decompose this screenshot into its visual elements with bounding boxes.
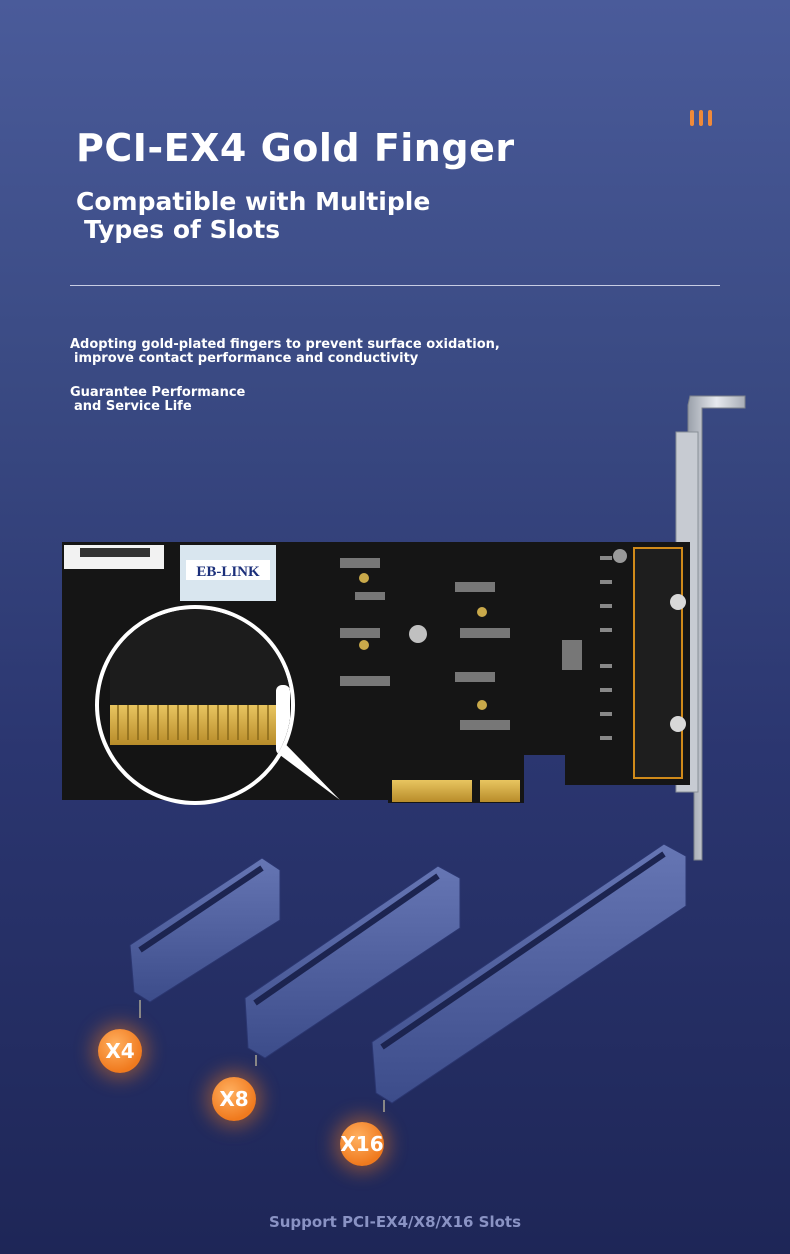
- subtitle-line-2: Types of Slots: [84, 215, 281, 244]
- slot-badge-x16: X16: [340, 1122, 384, 1166]
- divider: [70, 285, 720, 286]
- feature-text-line: improve contact performance and conducti…: [74, 351, 419, 366]
- feature-text-line: Guarantee Performance: [70, 385, 246, 400]
- feature-performance: Guarantee Performance and Service Life: [70, 386, 245, 414]
- brand-label: EB-LINK: [196, 564, 260, 580]
- magnifier-callout: [95, 605, 340, 805]
- slot-badge-x8: X8: [212, 1077, 256, 1121]
- gold-finger-row: [392, 780, 520, 802]
- pcie-x4-slot: [129, 857, 281, 1018]
- pcie-x8-slot: [244, 865, 461, 1066]
- page-title: PCI-EX4 Gold Finger: [76, 126, 515, 170]
- slot-badge-x4: X4: [98, 1029, 142, 1073]
- page-subtitle: Compatible with Multiple Types of Slots: [76, 188, 430, 244]
- decorative-bars-icon: [690, 110, 717, 130]
- footer-caption: Support PCI-EX4/X8/X16 Slots: [268, 1213, 522, 1231]
- feature-text-line: and Service Life: [74, 399, 192, 414]
- feature-text-line: Adopting gold-plated fingers to prevent …: [70, 337, 500, 352]
- feature-oxidation: Adopting gold-plated fingers to prevent …: [70, 338, 500, 366]
- pcie-x16-slot: [371, 843, 687, 1112]
- product-illustration: EB-LINK: [62, 395, 746, 1112]
- subtitle-line-1: Compatible with Multiple: [76, 187, 431, 216]
